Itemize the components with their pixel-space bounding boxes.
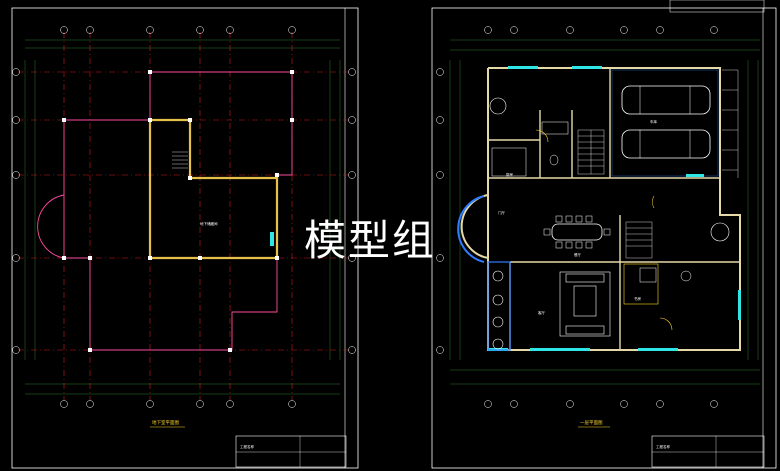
left-walls — [37, 71, 293, 351]
right-study: 书房 — [623, 263, 692, 305]
left-sheet: 工程名称 — [11, 7, 359, 469]
plant-icon — [489, 97, 507, 115]
plant-icon — [492, 270, 504, 282]
right-garage: 车库 — [611, 69, 739, 178]
right-sheet-border — [431, 7, 777, 469]
garage-door — [722, 69, 739, 178]
right-title-block-label: 工程名称 — [656, 444, 670, 449]
right-title-block: 工程名称 — [651, 0, 765, 468]
right-sheet: 工程名称 — [431, 0, 777, 469]
right-plants — [489, 97, 730, 350]
living-label: 客厅 — [538, 310, 546, 315]
left-axis-lines — [18, 32, 348, 400]
sofa-icon — [565, 273, 605, 283]
right-dimension-lines — [449, 39, 760, 385]
garage-label: 车库 — [650, 119, 658, 124]
left-stair — [172, 151, 188, 169]
left-title-block: 工程名称 — [235, 435, 347, 468]
dining-label: 餐厅 — [574, 252, 582, 257]
left-basement-room: 地下储藏间 — [148, 118, 279, 260]
right-bay-window — [457, 195, 511, 351]
left-room-label: 地下储藏间 — [200, 221, 218, 226]
toilet-icon — [549, 154, 559, 166]
desk-icon — [639, 267, 657, 283]
right-stairs — [577, 129, 653, 259]
right-windows — [488, 66, 741, 351]
foyer-label: 门厅 — [498, 210, 506, 215]
right-dining: 餐厅 — [543, 215, 611, 257]
right-doors — [535, 129, 673, 331]
left-sheet-border — [11, 7, 359, 469]
right-interior-walls — [488, 68, 740, 350]
right-axis-bubbles — [436, 26, 718, 408]
plant-icon — [492, 316, 504, 328]
right-sheet-title: 一层平面图 — [580, 420, 603, 426]
plant-icon — [492, 338, 504, 350]
left-columns — [62, 70, 294, 352]
car-icon — [621, 129, 711, 159]
bathtub-icon — [541, 121, 569, 135]
kitchen-label: 厨房 — [506, 172, 514, 177]
right-living: 客厅 — [538, 271, 611, 337]
left-dimension-lines — [24, 39, 341, 395]
plant-icon — [492, 294, 504, 306]
sofa-icon — [565, 325, 605, 335]
left-axis-bubbles — [12, 26, 356, 408]
left-title-block-label: 工程名称 — [240, 444, 254, 449]
right-outer-walls — [460, 67, 741, 351]
coffee-table-icon — [573, 285, 597, 317]
car-icon — [621, 85, 711, 115]
left-window — [270, 232, 274, 246]
plant-icon — [710, 222, 730, 242]
chair-icon — [680, 270, 692, 282]
study-label: 书房 — [634, 296, 642, 301]
left-sheet-title: 地下室平面图 — [152, 419, 179, 426]
right-kitchen: 厨房 — [491, 121, 569, 177]
dining-table-icon — [551, 223, 603, 241]
